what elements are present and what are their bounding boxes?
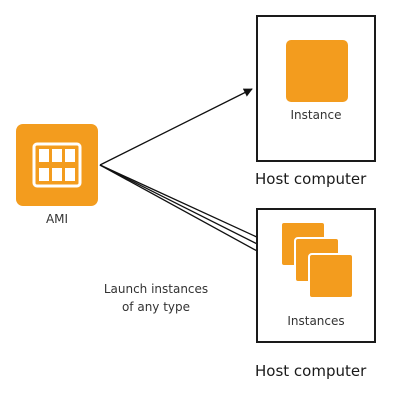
host-computer-single: Instance xyxy=(256,15,376,162)
instance-icon-3 xyxy=(308,253,354,299)
ami-label: AMI xyxy=(45,212,69,226)
ami-icon xyxy=(16,124,98,206)
instances-label: Instances xyxy=(287,314,345,328)
arrow-to-instance-2 xyxy=(99,164,288,260)
instance-label: Instance xyxy=(290,108,342,122)
launch-note-line-2: of any type xyxy=(121,300,191,314)
launch-instances-note: Launch instances of any type xyxy=(86,280,226,316)
host-caption-top: Host computer xyxy=(255,170,367,188)
launch-note-line-1: Launch instances xyxy=(103,282,209,296)
arrow-to-instance-1 xyxy=(99,164,273,245)
instance-icon xyxy=(286,40,348,102)
ami-grid-icon xyxy=(32,142,82,188)
host-caption-bottom: Host computer xyxy=(255,362,367,380)
arrow-to-single-instance xyxy=(99,88,253,166)
host-computer-multiple: Instances xyxy=(256,208,376,343)
